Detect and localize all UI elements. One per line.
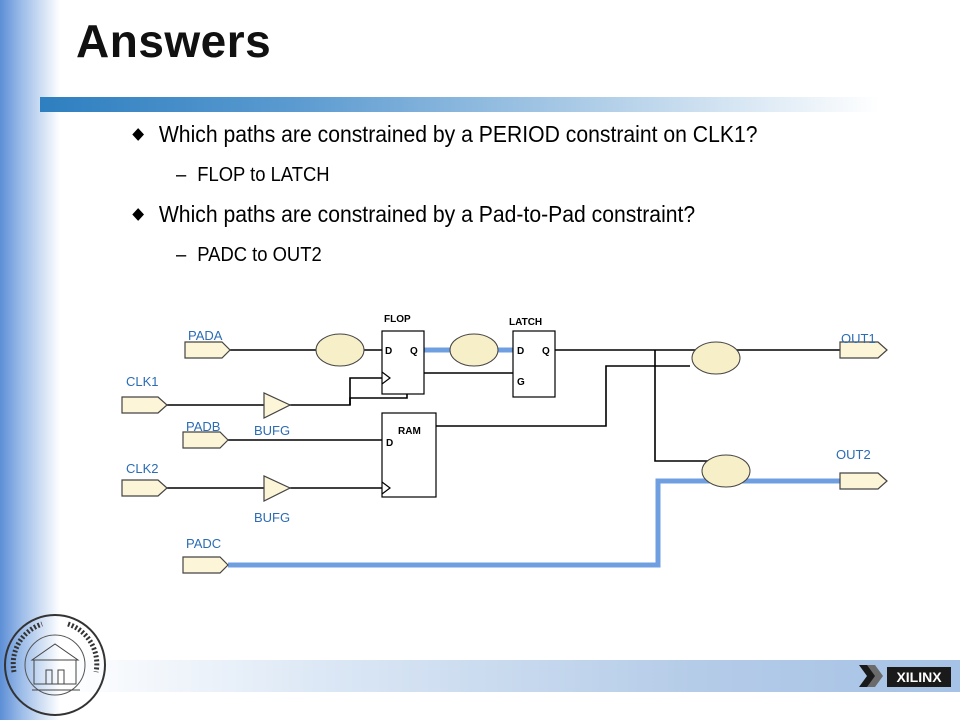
input-pads [121,341,231,574]
label-clk2: CLK2 [126,461,159,476]
logic-clouds [315,333,751,488]
latch-d: D [517,346,524,357]
pad-clk2 [121,479,168,497]
wires [165,349,840,489]
latch-g: G [517,377,525,388]
ram-title: RAM [398,426,421,437]
logic-cloud [449,333,499,367]
xilinx-logo-icon: XILINX [859,665,951,687]
output-pads [839,341,888,490]
footer-gradient-band [60,660,960,692]
logic-cloud [691,341,741,375]
sub-bullet-text: PADC to OUT2 [197,244,322,266]
sub-bullet-text: FLOP to LATCH [197,164,330,186]
left-gradient-band [0,0,60,720]
university-seal-icon [4,614,106,716]
label-bufg: BUFG [254,510,290,525]
bullet-item: Which paths are constrained by a PERIOD … [132,121,758,148]
sub-bullet-item: –FLOP to LATCH [176,164,330,187]
label-padb: PADB [186,419,220,434]
clk1-to-flop-clk [288,377,384,406]
label-pada: PADA [188,328,223,343]
logic-cloud [701,454,751,488]
latch-block [512,330,556,398]
latch-branch-to-out2 [654,350,716,462]
bufg-clk1 [263,392,292,419]
ram-block [381,412,437,498]
slide-title: Answers [76,15,272,67]
bufg-buffers [263,392,292,502]
title-underline-bar [40,97,880,112]
bufg-clk2 [263,475,292,502]
pad-clk1 [121,396,168,414]
ram-d: D [386,438,393,449]
bullet-item: Which paths are constrained by a Pad-to-… [132,201,696,228]
label-out2: OUT2 [836,447,871,462]
pad-padb [182,431,229,449]
dash-bullet: – [176,164,187,186]
label-out1: OUT1 [841,331,876,346]
label-bufg: BUFG [254,423,290,438]
diagram-labels: PADA CLK1 PADB CLK2 PADC OUT1 OUT2 BUFG … [126,314,876,551]
bullet-text: Which paths are constrained by a PERIOD … [158,121,758,147]
latch-title: LATCH [509,317,542,328]
latch-q: Q [542,346,550,357]
flop-d: D [385,346,392,357]
pad-out1 [839,341,888,359]
pad-pada [184,341,231,359]
bullet-text: Which paths are constrained by a Pad-to-… [158,201,696,227]
flop-q: Q [410,346,418,357]
xilinx-logo-text: XILINX [896,669,942,685]
flop-title: FLOP [384,314,411,325]
logic-cloud [315,333,365,367]
label-clk1: CLK1 [126,374,159,389]
ram-to-net [424,365,690,427]
dash-bullet: – [176,244,187,266]
pad-out2 [839,472,888,490]
clk1-to-latch-g [349,372,514,405]
sub-bullet-item: –PADC to OUT2 [176,244,322,267]
padc-to-out2-path [228,478,878,568]
label-padc: PADC [186,536,221,551]
flop-block [381,330,425,395]
pad-padc [182,556,229,574]
